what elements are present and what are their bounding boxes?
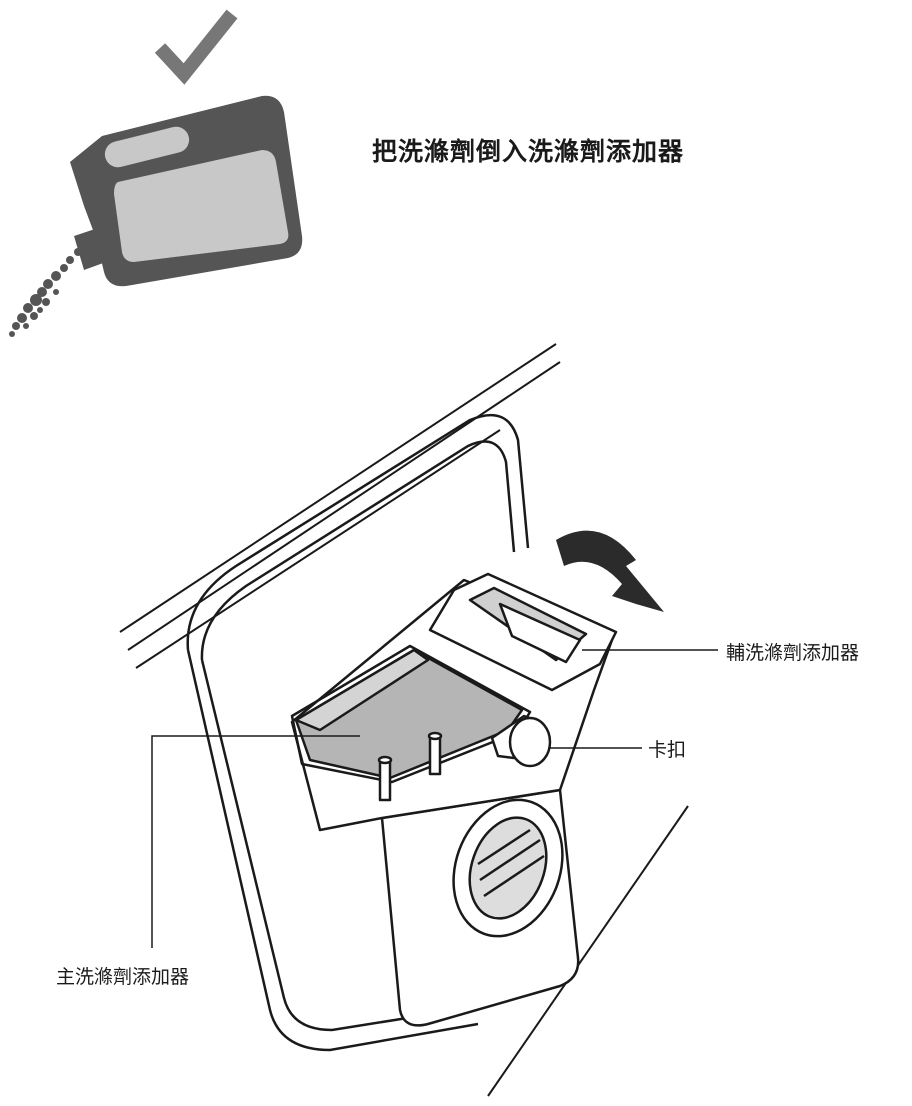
- check-icon: [154, 9, 238, 85]
- clip-label: 卡扣: [648, 739, 687, 761]
- main-dispenser-label: 主洗滌劑添加器: [56, 966, 190, 988]
- detergent-bottle-icon: [9, 95, 303, 337]
- detergent-drawer: [290, 572, 618, 1027]
- leader-lines: [151, 649, 718, 948]
- instruction-title: 把洗滌劑倒入洗滌劑添加器: [372, 137, 685, 166]
- aux-dispenser-label: 輔洗滌劑添加器: [726, 642, 860, 664]
- dispenser-housing: [186, 413, 530, 1052]
- machine-front-edge: [487, 805, 689, 1097]
- rotate-arrow-icon: [556, 530, 664, 612]
